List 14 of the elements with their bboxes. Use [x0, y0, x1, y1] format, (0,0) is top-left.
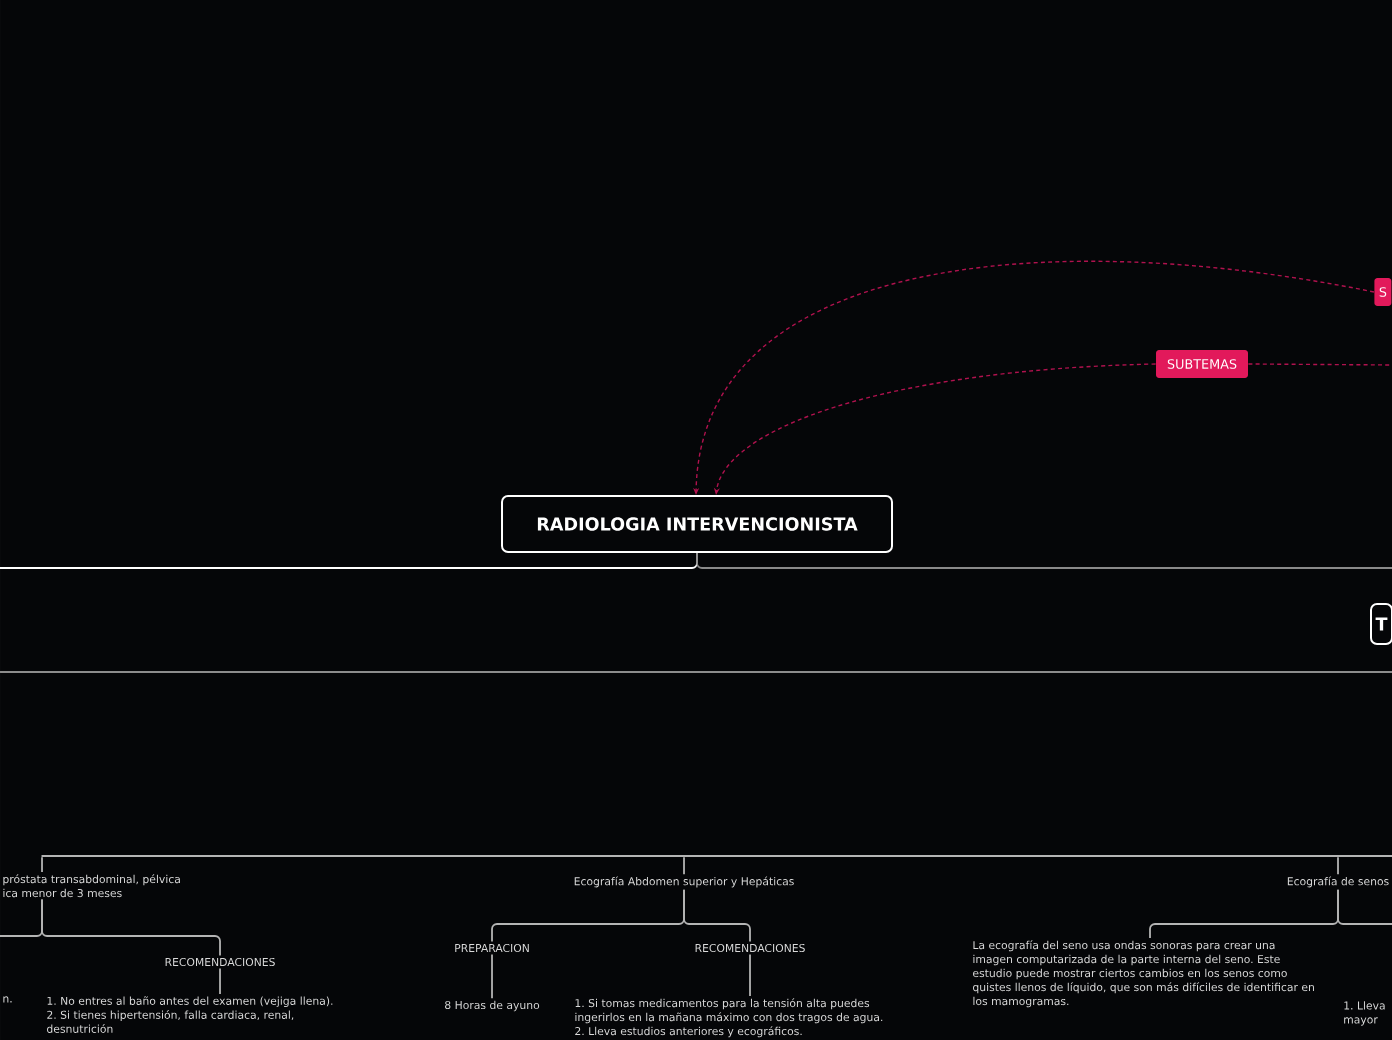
connector-line: [219, 967, 221, 995]
connector-line: [749, 953, 751, 997]
connector-line: [683, 856, 685, 876]
connector-line: [0, 898, 43, 937]
connector-line: [41, 856, 43, 873]
connector-line: [1337, 856, 1339, 876]
connector-line: [696, 552, 1392, 569]
bus-line: [41, 855, 1392, 857]
topic-box: RADIOLOGIA INTERVENCIONISTA: [501, 495, 893, 553]
connector-line: [683, 888, 751, 943]
connector-line: [1337, 888, 1392, 925]
topic-box: T: [1370, 603, 1392, 645]
connector-line: [491, 953, 493, 1000]
connector-line: [1247, 363, 1392, 366]
